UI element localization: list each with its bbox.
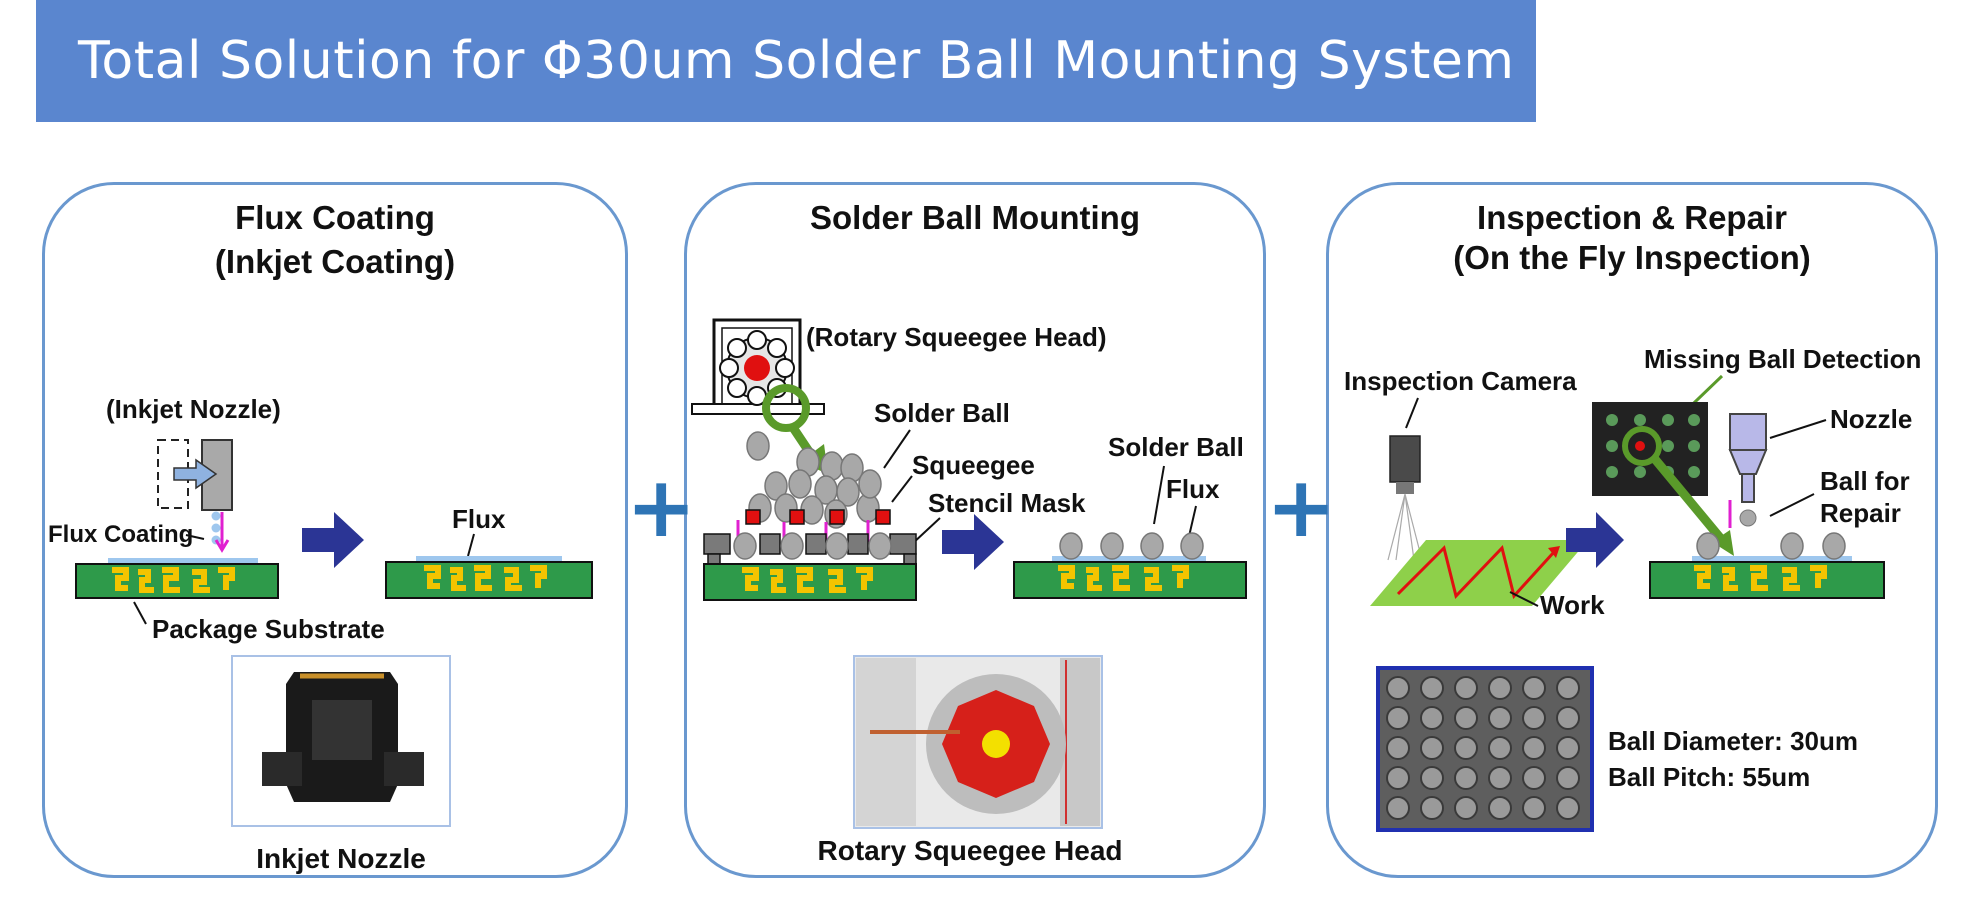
highlight-circle [762,384,810,432]
squeegee-blades [745,509,891,525]
process-arrow-icon [942,514,1004,570]
mounted-balls-inspection [1696,532,1846,560]
nozzle-move-arrow-icon [173,458,218,490]
stencil-mask-label: Stencil Mask [928,488,1086,518]
missing-ball-highlight [1622,426,1662,466]
flux-pointer [467,533,475,557]
inkjet-nozzle-photo [262,672,424,802]
title-banner: Total Solution for Φ30um Solder Ball Mou… [36,0,1536,122]
solder-ball-label-2: Solder Ball [1108,432,1244,462]
repair-ball [1739,509,1757,527]
package-substrate-label: Package Substrate [152,614,385,644]
repair-nozzle-icon [1728,413,1768,503]
scan-path-arrows [1396,545,1556,600]
stencil-mask [703,533,917,565]
flux-droplet [211,523,221,533]
flux-droplet [211,511,221,521]
work-label: Work [1540,590,1605,620]
circuit-pattern-2 [424,565,547,591]
squeegee-pointer [891,475,913,503]
plus-sign-2: + [1266,458,1337,556]
flux-layer [1052,556,1206,562]
ball-for-repair-pointer [1769,493,1815,517]
rotary-head-caption: Rotary Squeegee Head [818,835,1123,866]
flux-layer [108,558,258,564]
process-arrow-icon [302,512,364,568]
nozzle-pointer [1769,419,1827,439]
flux-layer [416,556,562,562]
missing-ball-arrowhead-icon [1712,530,1734,556]
flux-coating-label: Flux Coating [48,521,193,548]
plus-sign-1: + [626,458,697,556]
nozzle-ghost-outline [157,439,189,509]
inkjet-nozzle-caption: Inkjet Nozzle [256,843,426,874]
ball-diameter-text: Ball Diameter: 30um [1608,726,1858,756]
squeegee-label: Squeegee [912,450,1035,480]
camera-pointer [1405,397,1419,429]
flux-label-2: Flux [1166,474,1220,504]
ball-for-repair-label-line2: Repair [1820,498,1901,528]
work-pointer [1509,591,1539,607]
flux-panel-title-line1: Flux Coating [235,199,435,236]
ball-for-repair-label-line1: Ball for [1820,466,1910,496]
missing-ball-marker [1635,441,1645,451]
solder-ball-label: Solder Ball [874,398,1010,428]
mounted-balls-result [1059,532,1204,560]
package-substrate-pointer [133,601,147,625]
nozzle-label: Nozzle [1830,404,1912,434]
missing-ball-detection-label: Missing Ball Detection [1644,344,1921,374]
flux-layer [1692,556,1852,562]
mounted-balls [733,532,892,560]
nozzle-spray-arrow-icon [214,512,230,553]
inspection-panel-title-line2: (On the Fly Inspection) [1453,239,1811,276]
solder-ball-pointer-2 [1153,465,1165,525]
sem-image-balls [1386,676,1580,820]
inspection-panel-title-line1: Inspection & Repair [1477,199,1787,236]
flux-coating-pointer [185,534,205,540]
missing-ball-arrow-icon [1650,455,1726,543]
inkjet-nozzle-label: (Inkjet Nozzle) [106,394,281,424]
package-substrate-4 [1013,561,1247,599]
rotary-head-photo [856,658,1100,826]
rotary-squeegee-head-icon [691,318,825,415]
circuit-pattern-3 [742,567,873,593]
circuit-pattern-4 [1058,565,1189,591]
inspection-camera-icon [1389,435,1421,494]
solder-ball-pointer [883,429,911,469]
process-arrow-icon [1566,512,1624,568]
rotary-squeegee-head-label: (Rotary Squeegee Head) [806,322,1107,352]
scan-arrowhead-icon [1548,546,1560,558]
circuit-pattern-5 [1694,565,1827,591]
camera-field-of-view [1387,493,1423,561]
mounting-panel-title: Solder Ball Mounting [810,199,1140,236]
page-title: Total Solution for Φ30um Solder Ball Mou… [78,31,1515,91]
flux-label: Flux [452,504,506,534]
ball-pitch-text: Ball Pitch: 55um [1608,762,1810,792]
circuit-pattern-1 [112,567,235,593]
flux-panel-title-line2: (Inkjet Coating) [214,243,456,280]
inspection-camera-label: Inspection Camera [1344,366,1577,396]
